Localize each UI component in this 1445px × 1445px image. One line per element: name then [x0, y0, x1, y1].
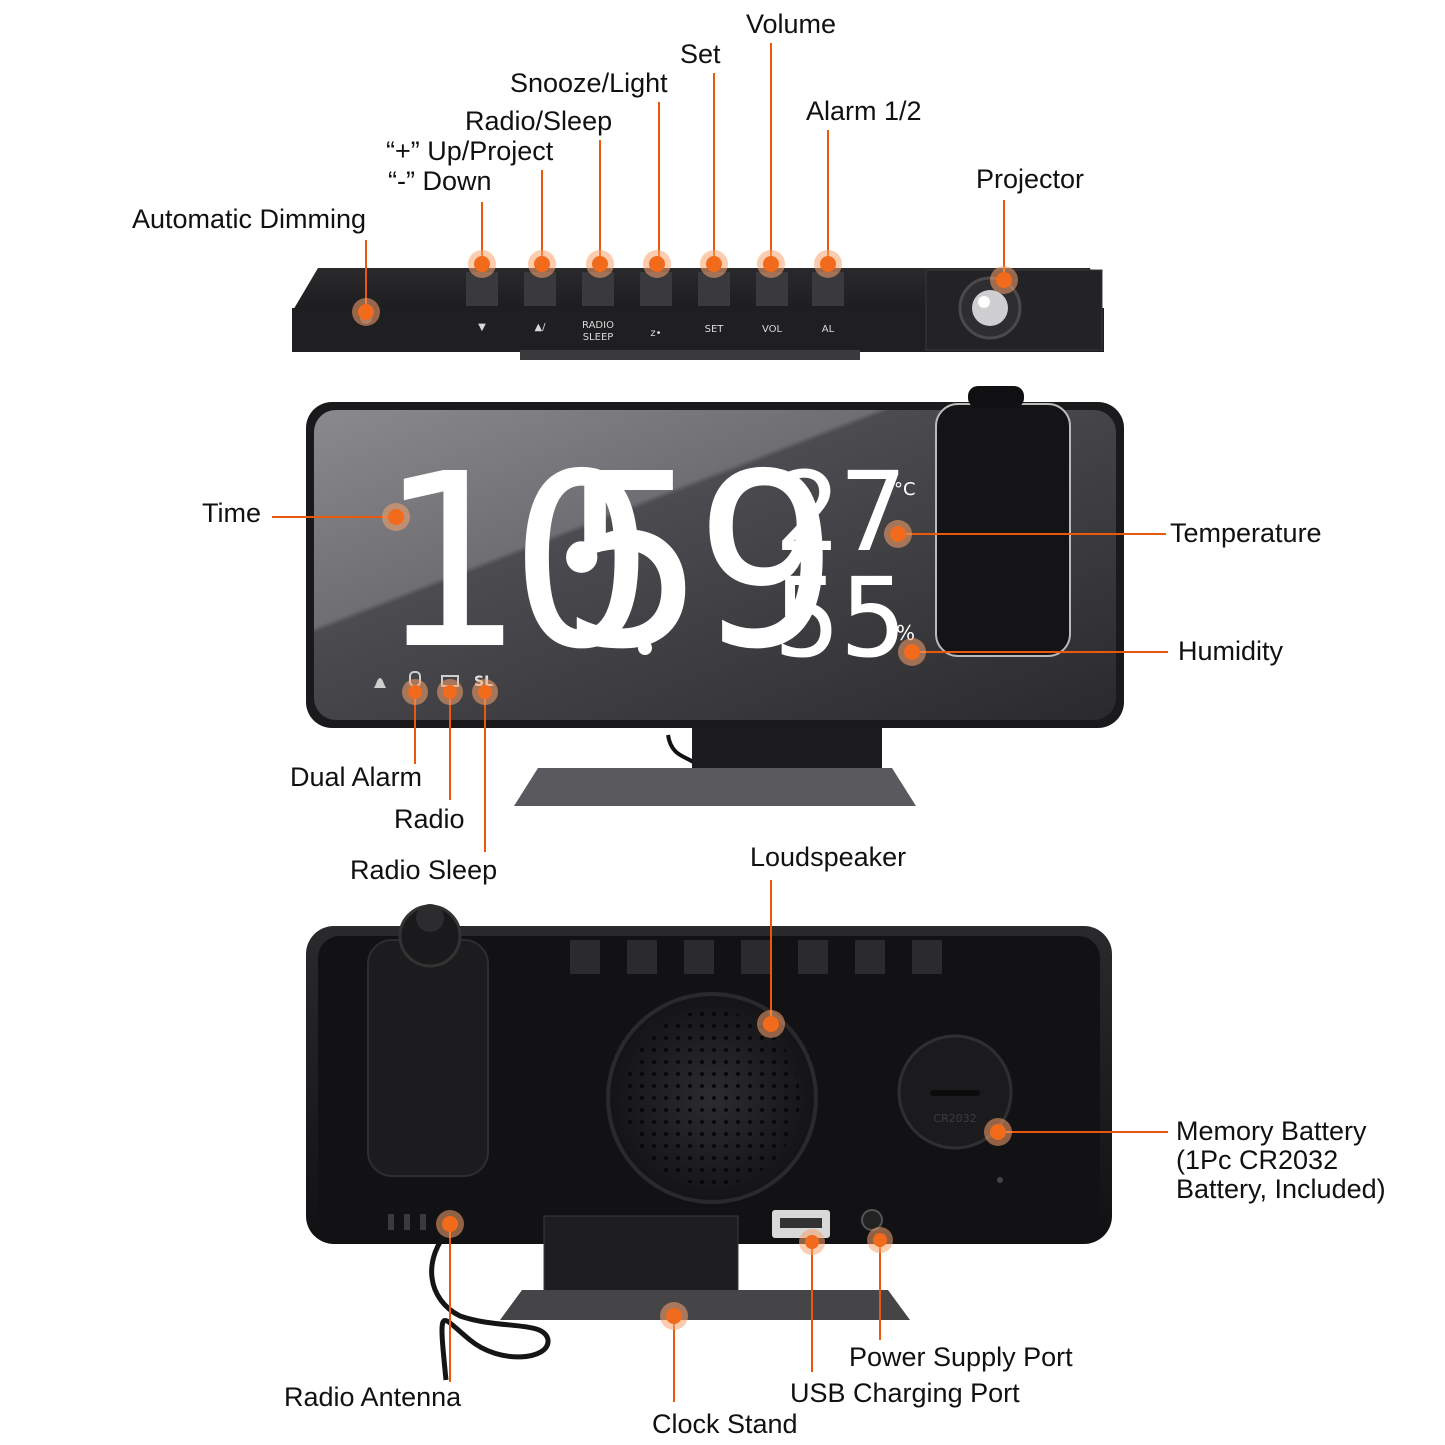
bell-icon [374, 678, 386, 688]
dot-radio-sleep-button [592, 256, 608, 272]
battery-cover-text: CR2032 [933, 1112, 976, 1125]
antenna-cable [429, 1224, 551, 1381]
usb-port-inner [780, 1218, 822, 1228]
top-callouts: Automatic Dimming “-” Down “+” Up/Projec… [132, 9, 1084, 326]
label-dual-alarm: Dual Alarm [290, 762, 422, 792]
back-button-4 [741, 940, 771, 974]
back-button-3 [684, 940, 714, 974]
vent-slot-3 [420, 1214, 426, 1230]
label-auto-dimming: Automatic Dimming [132, 204, 366, 234]
dot-volume [763, 256, 779, 272]
dot-loudspeaker [763, 1016, 779, 1032]
projector-knob [968, 386, 1024, 408]
back-stand-panel [543, 1215, 739, 1297]
speaker-holes [624, 1010, 800, 1186]
back-button-5 [798, 940, 828, 974]
projector-lens-icon [972, 290, 1008, 326]
dot-radio [443, 685, 457, 699]
back-button-7 [912, 940, 942, 974]
back-button-6 [855, 940, 885, 974]
dot-usb-port [805, 1235, 819, 1249]
label-radio-sleep: Radio Sleep [350, 855, 497, 885]
power-port[interactable] [861, 1209, 883, 1231]
set-button-text: SET [705, 324, 725, 335]
time-colon-dot [638, 641, 652, 655]
dot-time [388, 509, 404, 525]
dot-power-port [873, 1233, 887, 1247]
label-clock-stand: Clock Stand [652, 1409, 798, 1439]
label-time: Time [202, 498, 261, 528]
back-button-2 [627, 940, 657, 974]
radio-button-text: RADIO [582, 320, 614, 331]
projector-arm [935, 403, 1071, 657]
projector-lens-highlight [978, 296, 990, 308]
dot-dual-alarm [408, 685, 422, 699]
front-stand-neck [692, 724, 882, 774]
up-button-text: ▲/ [534, 322, 546, 333]
sleep-button-text: SLEEP [583, 332, 614, 343]
front-stand-base [514, 768, 916, 806]
label-memory-battery-2: (1Pc CR2032 [1176, 1145, 1338, 1175]
label-projector: Projector [976, 164, 1084, 194]
label-radio-sleep-button: Radio/Sleep [465, 106, 612, 136]
label-snooze-light: Snooze/Light [510, 68, 668, 98]
front-callouts: Time Temperature Humidity Dual Alarm Rad… [202, 498, 1322, 885]
label-radio: Radio [394, 804, 465, 834]
dot-temperature [890, 526, 906, 542]
down-button-text: ▼ [478, 322, 486, 333]
dot-clock-stand [666, 1308, 682, 1324]
reset-hole [997, 1177, 1003, 1183]
top-device-stand-edge [520, 350, 860, 360]
back-projector-arm [367, 939, 489, 1177]
label-humidity: Humidity [1178, 636, 1284, 666]
dot-down [474, 256, 490, 272]
label-usb-port: USB Charging Port [790, 1378, 1020, 1408]
back-projector-lens-icon [416, 904, 444, 932]
dot-humidity [904, 644, 920, 660]
temperature-unit: °C [894, 479, 916, 500]
top-view-device: ▼ ▲/ RADIO SLEEP z• SET VOL AL [292, 268, 1104, 360]
back-view-device: CR2032 [306, 904, 1112, 1381]
al-button-text: AL [822, 324, 835, 335]
back-callouts: Loudspeaker Memory Battery (1Pc CR2032 B… [284, 842, 1386, 1439]
time-hour: 10 [375, 422, 644, 702]
dot-projector [996, 272, 1012, 288]
dot-radio-sleep [478, 685, 492, 699]
label-alarm: Alarm 1/2 [806, 96, 922, 126]
label-radio-antenna: Radio Antenna [284, 1382, 462, 1412]
dot-alarm [820, 256, 836, 272]
vent-slot-2 [404, 1214, 410, 1230]
time-minute: 59 [560, 422, 829, 702]
back-stand-base [500, 1290, 910, 1320]
label-down: “-” Down [388, 166, 492, 196]
temperature-value: 27 [774, 448, 906, 576]
snooze-button-text: z• [650, 328, 661, 339]
dot-up-project [534, 256, 550, 272]
dot-auto-dimming [358, 304, 374, 320]
label-volume: Volume [746, 9, 836, 39]
label-memory-battery-3: Battery, Included) [1176, 1174, 1386, 1204]
humidity-value: 55 [774, 554, 906, 682]
back-button-1 [570, 940, 600, 974]
dot-set [706, 256, 722, 272]
dot-snooze-light [649, 256, 665, 272]
label-loudspeaker: Loudspeaker [750, 842, 906, 872]
top-buttons [466, 272, 844, 306]
dot-memory-battery [990, 1124, 1006, 1140]
label-set: Set [680, 39, 721, 69]
vol-button-text: VOL [762, 324, 783, 335]
label-power-port: Power Supply Port [849, 1342, 1073, 1372]
dot-radio-antenna [442, 1216, 458, 1232]
vent-slot-1 [388, 1214, 394, 1230]
label-memory-battery-1: Memory Battery [1176, 1116, 1367, 1146]
label-up-project: “+” Up/Project [386, 136, 554, 166]
label-temperature: Temperature [1170, 518, 1322, 548]
battery-slot [930, 1090, 980, 1096]
front-view-device: 10 59 27 °C 55 % SL [306, 386, 1124, 806]
